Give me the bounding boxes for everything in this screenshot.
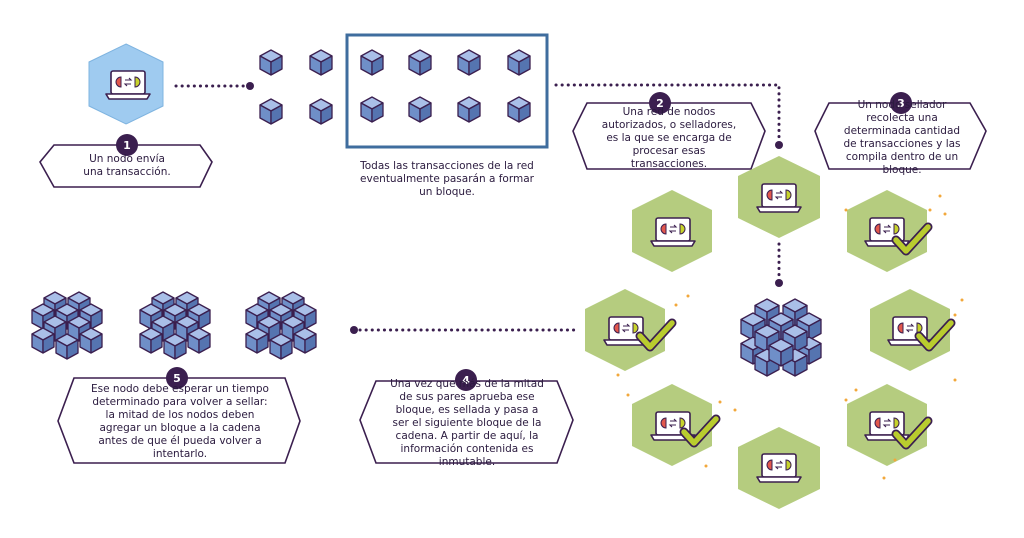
connector-dot xyxy=(350,326,358,334)
cube-icon xyxy=(507,96,531,123)
step-badge-2: 2 xyxy=(649,92,671,114)
laptop-icon xyxy=(756,183,802,213)
chain-block-icon xyxy=(31,291,103,360)
sparkle-icons xyxy=(616,194,964,480)
cube-icon xyxy=(360,96,384,123)
laptop-icon xyxy=(650,217,696,247)
callout-shape-1 xyxy=(39,144,213,188)
step-5-text: Ese nodo debe esperar un tiempo determin… xyxy=(91,383,269,460)
step-3-text: Un nodo sellador recolecta una determina… xyxy=(843,99,961,176)
dotted-connector xyxy=(554,83,781,142)
step-badge-5: 5 xyxy=(166,367,188,389)
callout-shape-5 xyxy=(57,377,301,464)
cube-icon xyxy=(309,49,333,76)
step-badge-4: 4 xyxy=(455,369,477,391)
cube-icon xyxy=(408,96,432,123)
laptop-icon xyxy=(756,453,802,483)
block-cluster-icon xyxy=(740,298,822,377)
block-caption: Todas las transacciones de la red eventu… xyxy=(360,160,534,198)
cube-icon xyxy=(309,98,333,125)
callout-shape-3 xyxy=(814,102,987,170)
block-frame xyxy=(345,33,549,149)
callout-shape-2 xyxy=(572,102,766,170)
step-2-text: Una red de nodos autorizados, o sellador… xyxy=(601,105,737,170)
step-4-text: Una vez que más de la mitad de sus pares… xyxy=(390,378,544,468)
chain-block-icon xyxy=(139,291,211,360)
connector-dot xyxy=(246,82,254,90)
cube-icon xyxy=(457,96,481,123)
step-badge-1: 1 xyxy=(116,134,138,156)
callout-shape-4 xyxy=(359,380,574,464)
step-1-text: Un nodo envía una transacción. xyxy=(83,153,171,178)
step-badge-3: 3 xyxy=(890,92,912,114)
cube-icon xyxy=(408,49,432,76)
laptop-icon xyxy=(105,70,151,100)
cube-icon xyxy=(360,49,384,76)
cube-icon xyxy=(259,49,283,76)
cube-icon xyxy=(259,98,283,125)
cube-icon xyxy=(457,49,481,76)
connector-dot xyxy=(775,141,783,149)
chain-block-icon xyxy=(245,291,317,360)
cube-icon xyxy=(507,49,531,76)
connector-dot xyxy=(775,279,783,287)
